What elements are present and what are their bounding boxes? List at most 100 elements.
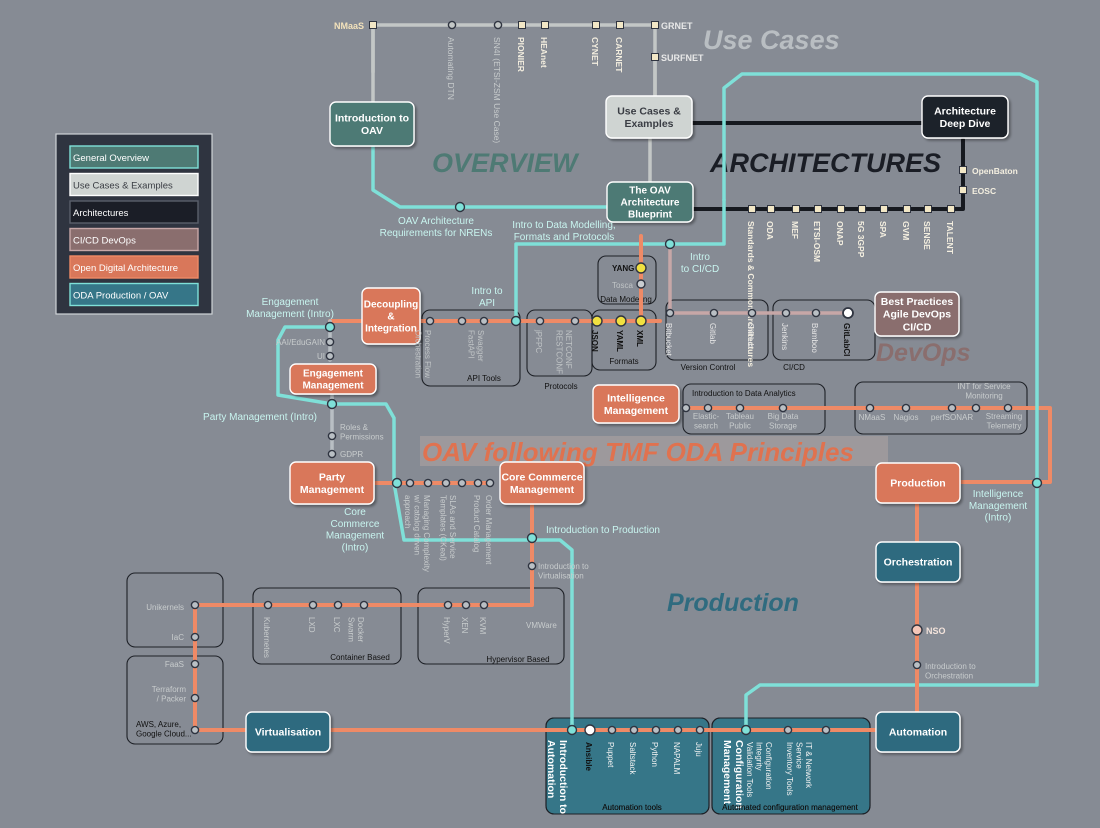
stop-architecture[interactable]	[767, 205, 775, 213]
stop-architecture[interactable]	[748, 205, 756, 213]
stop-core-intro[interactable]	[391, 477, 403, 489]
stop-intro-automation[interactable]	[566, 724, 578, 736]
station-intro-automation[interactable]: Introduction toAutomation	[545, 740, 569, 814]
station-box[interactable]	[606, 181, 694, 223]
stop-gdpr[interactable]	[327, 449, 337, 459]
stop-bitbucket[interactable]	[665, 308, 675, 318]
station-box[interactable]	[874, 291, 960, 337]
stop-github[interactable]	[747, 308, 757, 318]
station-decoupling[interactable]: Decoupling&Integration	[361, 287, 421, 345]
stop-tosca[interactable]	[636, 279, 646, 289]
stop-bigdata[interactable]	[778, 403, 788, 413]
stop-kubernetes[interactable]	[263, 600, 273, 610]
stop-config-integrity[interactable]	[783, 725, 793, 735]
stop-intro-cicd[interactable]	[664, 238, 676, 250]
stop-json[interactable]	[591, 315, 603, 327]
stop-jpfpc[interactable]	[535, 316, 545, 326]
station-box[interactable]	[592, 384, 680, 424]
stop-req-nrens[interactable]	[454, 201, 466, 213]
stop-tableau[interactable]	[735, 403, 745, 413]
stop-ui[interactable]	[325, 351, 335, 361]
stop-architecture[interactable]	[858, 205, 866, 213]
stop-yang[interactable]	[635, 262, 647, 274]
stop-eosc[interactable]	[959, 186, 967, 194]
station-box[interactable]	[605, 95, 693, 139]
station-box[interactable]	[329, 101, 415, 147]
stop-architecture[interactable]	[792, 205, 800, 213]
stop-use-case[interactable]	[447, 20, 457, 30]
stop-core-item[interactable]	[457, 478, 467, 488]
station-use-cases[interactable]: Use Cases &Examples	[605, 95, 693, 139]
station-config-mgmt[interactable]: ConfigurationManagement	[721, 740, 745, 809]
stop-elastic[interactable]	[703, 403, 713, 413]
station-box[interactable]	[289, 461, 375, 505]
stop-unikernels[interactable]	[190, 600, 200, 610]
stop-automation-tool[interactable]	[673, 725, 683, 735]
stop-hyperv[interactable]	[443, 600, 453, 610]
station-orchestration[interactable]: Orchestration	[875, 541, 961, 583]
stop-swagger[interactable]	[479, 316, 489, 326]
stop-it-network[interactable]	[821, 725, 831, 735]
stop-intro-virt[interactable]	[527, 561, 537, 571]
stop-streaming[interactable]	[1003, 403, 1013, 413]
stop-int[interactable]	[971, 403, 981, 413]
station-box[interactable]	[289, 363, 377, 395]
station-box[interactable]	[875, 711, 961, 753]
station-virtualisation[interactable]: Virtualisation	[245, 711, 331, 753]
stop-automation-tool[interactable]	[629, 725, 639, 735]
stop-use-case[interactable]	[518, 21, 526, 29]
stop-core-item[interactable]	[441, 478, 451, 488]
stop-lxc[interactable]	[333, 600, 343, 610]
stop-xen[interactable]	[461, 600, 471, 610]
station-box[interactable]	[245, 711, 331, 753]
stop-automation-tool[interactable]	[695, 725, 705, 735]
stop-core-item[interactable]	[423, 478, 433, 488]
stop-architecture[interactable]	[837, 205, 845, 213]
stop-architecture[interactable]	[814, 205, 822, 213]
stop-docker[interactable]	[359, 600, 369, 610]
station-box[interactable]	[361, 287, 421, 345]
station-box[interactable]	[875, 462, 961, 504]
stop-use-case[interactable]	[541, 21, 549, 29]
stop-terraform[interactable]	[190, 693, 200, 703]
stop-openbaton[interactable]	[959, 166, 967, 174]
stop-yaml[interactable]	[615, 315, 627, 327]
stop-gitlab[interactable]	[709, 308, 719, 318]
stop-perfsonar[interactable]	[947, 403, 957, 413]
station-automation[interactable]: Automation	[875, 711, 961, 753]
stop-kvm[interactable]	[479, 600, 489, 610]
stop-roles[interactable]	[327, 431, 337, 441]
stop-core-item[interactable]	[405, 478, 415, 488]
station-box[interactable]	[921, 95, 1009, 139]
stop-architecture[interactable]	[924, 205, 932, 213]
stop-automation-tool[interactable]	[607, 725, 617, 735]
stop-ansible[interactable]	[584, 724, 596, 736]
stop-intro-production[interactable]	[526, 532, 538, 544]
station-production[interactable]: Production	[875, 462, 961, 504]
stop-intel-intro[interactable]	[1031, 477, 1043, 489]
stop-nagios[interactable]	[901, 403, 911, 413]
stop-grnet[interactable]	[651, 21, 659, 29]
stop-surfnet[interactable]	[651, 53, 659, 61]
stop-xml[interactable]	[635, 315, 647, 327]
stop-bamboo[interactable]	[811, 308, 821, 318]
stop-use-case[interactable]	[616, 21, 624, 29]
stop-core-item[interactable]	[473, 478, 483, 488]
station-box[interactable]	[875, 541, 961, 583]
stop-aws[interactable]	[190, 725, 200, 735]
stop-process-flow[interactable]	[425, 316, 435, 326]
stop-jenkins[interactable]	[781, 308, 791, 318]
stop-nmaas-mon[interactable]	[865, 403, 875, 413]
stop-core-item[interactable]	[485, 478, 495, 488]
stop-use-case[interactable]	[592, 21, 600, 29]
stop-gitlabci[interactable]	[842, 307, 854, 319]
stop-architecture[interactable]	[947, 205, 955, 213]
stop-intro-api[interactable]	[510, 315, 522, 327]
